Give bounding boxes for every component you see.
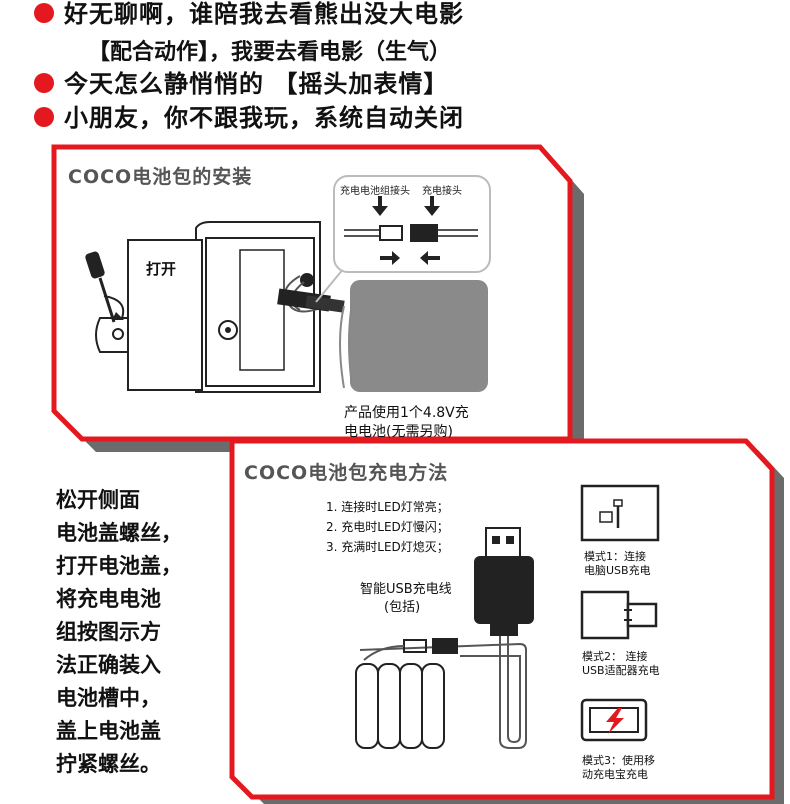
connector-male-icon — [432, 638, 458, 654]
bullet-3-text: 小朋友，你不跟我玩，系统自动关闭 — [64, 104, 464, 132]
step-line: 将充电电池 — [56, 587, 161, 611]
led-status-3: 3. 充满时LED灯熄灭； — [326, 540, 449, 554]
mode-1-line1: 模式1：连接 — [584, 550, 646, 563]
battery-pack-icon — [350, 280, 488, 392]
bullet-1-text: 好无聊啊，谁陪我去看熊出没大电影 — [64, 0, 464, 28]
step-line: 盖上电池盖 — [56, 719, 161, 743]
bullet-2: 今天怎么静悄悄的 【摇头加表情】 — [34, 64, 448, 99]
battery-cover — [127, 239, 203, 391]
screwdriver-icon — [85, 251, 125, 323]
step-line: 电池盖螺丝， — [56, 521, 182, 545]
battery-cells-icon — [355, 663, 445, 749]
usb-adapter-icon — [580, 590, 658, 640]
arrow-down-icon — [424, 196, 440, 216]
computer-usb-icon — [580, 484, 660, 542]
battery-note-line2: 电电池(无需另购) — [344, 424, 453, 440]
open-label: 打开 — [146, 260, 177, 278]
led-status-1: 1. 连接时LED灯常亮； — [326, 500, 449, 514]
bullet-3: 小朋友，你不跟我玩，系统自动关闭 — [34, 98, 464, 133]
cable-label-included: (包括) — [384, 600, 421, 615]
red-dot-icon — [34, 107, 54, 127]
connector-female-icon — [403, 639, 427, 653]
mode-3-line1: 模式3：使用移 — [582, 754, 655, 767]
mode-3-line2: 动充电宝充电 — [582, 768, 648, 781]
led-status-2: 2. 充电时LED灯慢闪； — [326, 520, 449, 534]
plug-label-battery: 充电电池组接头 — [340, 186, 410, 197]
power-bank-icon — [580, 698, 648, 742]
bullet-1-sub: 【配合动作】，我要去看电影（生气） — [88, 40, 452, 65]
charge-panel-title: COCO电池包充电方法 — [244, 462, 449, 484]
install-steps: 松开侧面 电池盖螺丝， 打开电池盖， 将充电电池 组按图示方 法正确装入 电池槽… — [56, 484, 182, 781]
lightning-icon — [606, 708, 624, 734]
step-line: 组按图示方 — [56, 620, 161, 644]
arrow-down-icon — [372, 196, 388, 216]
mode-2-line1: 模式2： 连接 — [582, 650, 648, 663]
bullet-1: 好无聊啊，谁陪我去看熊出没大电影 — [34, 0, 464, 29]
step-line: 松开侧面 — [56, 488, 140, 512]
mode-2-line2: USB适配器充电 — [582, 664, 660, 677]
step-line: 拧紧螺丝。 — [56, 752, 161, 776]
bullet-2-text: 今天怎么静悄悄的 【摇头加表情】 — [64, 70, 449, 98]
step-line: 法正确装入 — [56, 653, 161, 677]
arrow-left-icon — [420, 251, 440, 265]
mode-1-line2: 电脑USB充电 — [584, 564, 651, 577]
plug-label-charger: 充电接头 — [422, 186, 462, 197]
step-line: 电池槽中， — [56, 686, 161, 710]
red-dot-icon — [34, 3, 54, 23]
red-dot-icon — [34, 73, 54, 93]
battery-note-line1: 产品使用1个4.8V充 — [344, 405, 469, 421]
cable-label: 智能USB充电线 — [360, 582, 452, 597]
step-line: 打开电池盖， — [56, 554, 182, 578]
install-panel-title: COCO电池包的安装 — [68, 166, 253, 188]
usb-plug-icon — [474, 527, 534, 636]
arrow-right-icon — [380, 251, 400, 265]
